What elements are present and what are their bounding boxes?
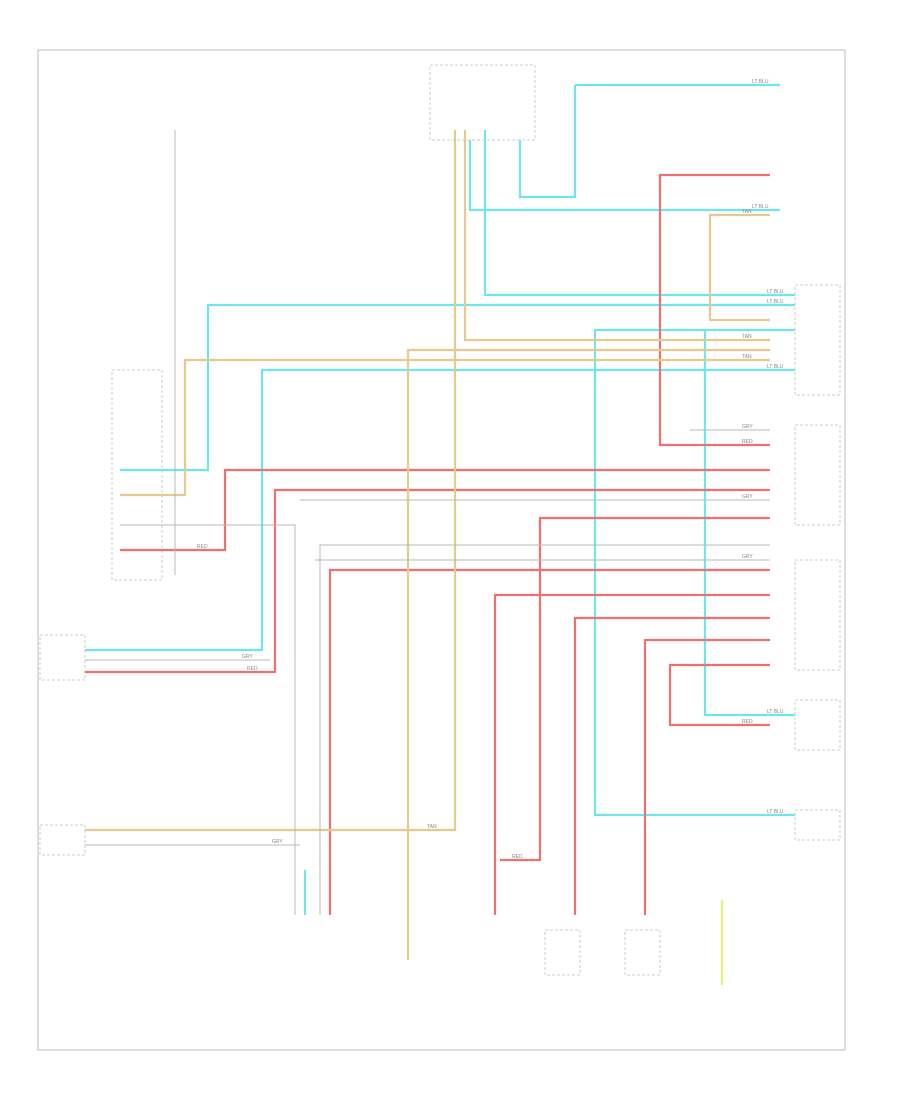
wire-red [573, 616, 770, 915]
wire-cyan [703, 330, 795, 717]
wire-red [668, 663, 770, 727]
wire-tan [463, 130, 770, 342]
wire-cyan [120, 303, 795, 472]
wire-color-label: GRY [742, 554, 753, 560]
component-box [794, 559, 841, 671]
wire-red [85, 488, 770, 674]
wire-red [658, 173, 770, 447]
wire-color-label: RED [742, 439, 753, 445]
component-box [429, 64, 536, 141]
wire-cyan [518, 85, 577, 199]
wire-tan [85, 130, 457, 832]
wire-color-label: RED [512, 854, 523, 860]
component-box [794, 424, 841, 526]
wire-color-label: RED [197, 544, 208, 550]
wire-red [120, 468, 770, 552]
component-box [794, 809, 841, 841]
wire-color-label: LT BLU [752, 204, 769, 210]
wire-color-label: LT BLU [767, 709, 784, 715]
diagram-border [37, 49, 846, 1051]
wire-gray [319, 544, 770, 915]
component-box [39, 634, 86, 681]
wire-color-label: TAN [427, 824, 437, 830]
component-box [39, 824, 86, 856]
wire-color-label: GRY [742, 494, 753, 500]
wire-cyan [593, 328, 795, 817]
wire-color-label: LT BLU [767, 364, 784, 370]
wire-tan [708, 213, 770, 322]
wire-color-label: GRY [742, 424, 753, 430]
wire-gray [120, 524, 296, 915]
components [39, 64, 841, 976]
component-box [624, 929, 661, 976]
wire-cyan [85, 368, 795, 652]
wire-red [500, 516, 770, 862]
wire-red [328, 568, 770, 915]
wire-red [643, 638, 770, 915]
component-box [111, 369, 163, 581]
wire-color-label: LT BLU [752, 79, 769, 85]
wire-red [493, 593, 770, 915]
wire-cyan [468, 140, 780, 212]
wire-color-label: TAN [742, 209, 752, 215]
wire-cyan [483, 130, 795, 297]
wire-color-label: GRY [272, 839, 283, 845]
wire-color-label: TAN [742, 354, 752, 360]
wire-color-label: LT BLU [767, 299, 784, 305]
wire-labels: LT BLU LT BLU LT BLU LT BLU LT BLU LT BLU LT B… [197, 79, 784, 860]
wire-color-label: LT BLU [767, 289, 784, 295]
wire-color-label: GRY [242, 654, 253, 660]
wire-tan [120, 358, 770, 497]
wire-color-label: TAN [742, 334, 752, 340]
wires [85, 83, 795, 985]
component-box [794, 284, 841, 396]
wire-color-label: RED [742, 719, 753, 725]
wire-color-label: RED [247, 666, 258, 672]
wire-tan [406, 348, 770, 960]
component-box [794, 699, 841, 751]
wire-color-label: LT BLU [767, 809, 784, 815]
component-box [544, 929, 581, 976]
